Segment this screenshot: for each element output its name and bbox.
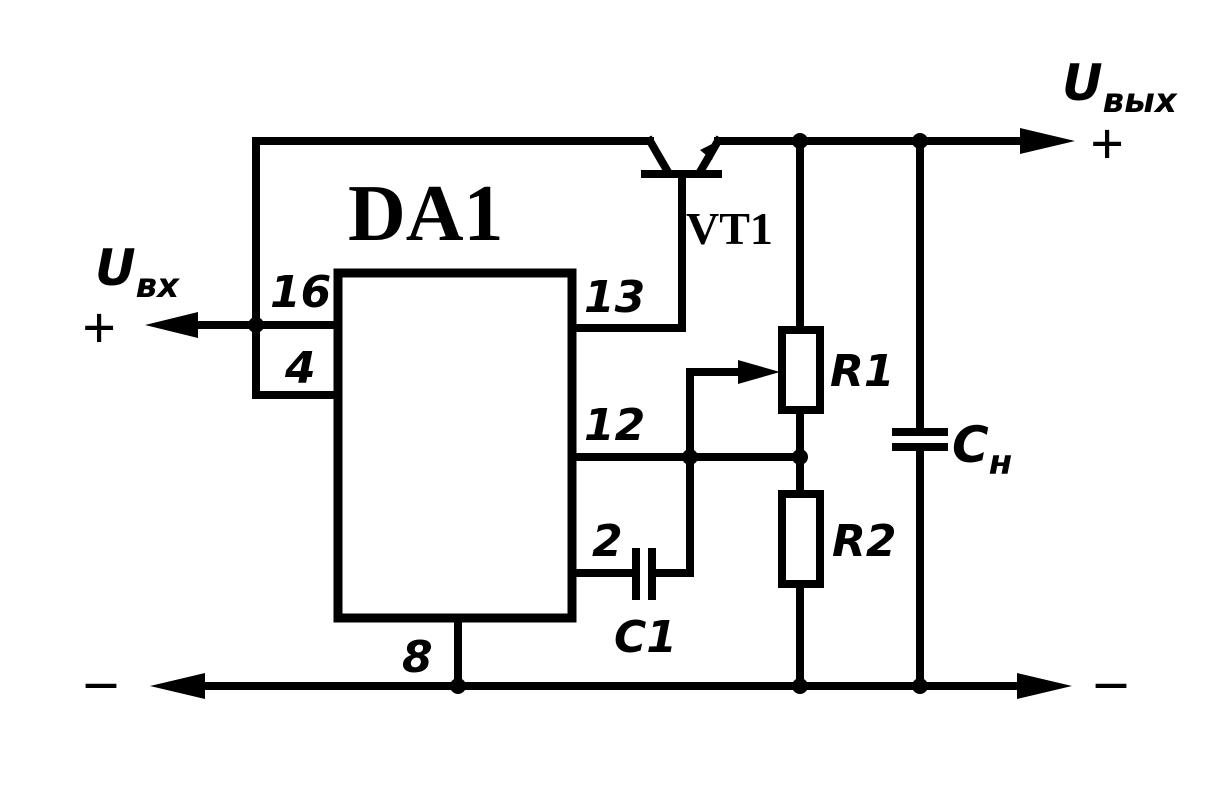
input-voltage-label: Uвх bbox=[95, 239, 180, 306]
resistor-r2 bbox=[778, 490, 824, 588]
pin-16-label: 16 bbox=[270, 267, 331, 318]
ground-arrow-right bbox=[1017, 673, 1072, 699]
pin-2-label: 2 bbox=[592, 516, 623, 567]
junction-r2-bottom bbox=[792, 678, 808, 694]
junction-r1-top bbox=[792, 133, 808, 149]
wire-c1-right bbox=[648, 453, 694, 577]
pin-4-label: 4 bbox=[284, 343, 316, 394]
cn-label: Cн bbox=[952, 416, 1012, 483]
vt1-emitter-arrow bbox=[700, 141, 718, 160]
junction-divider bbox=[792, 449, 808, 465]
c1-label: C1 bbox=[614, 612, 677, 663]
ground-arrow-left bbox=[150, 673, 205, 699]
ground-minus-right: – bbox=[1095, 647, 1127, 713]
vt1-collector bbox=[644, 135, 674, 178]
wire-pin4-loop bbox=[252, 321, 342, 399]
ic-da1-body bbox=[333, 268, 577, 623]
pin-8-label: 8 bbox=[402, 632, 433, 683]
junction-cn-top bbox=[912, 133, 928, 149]
input-arrow bbox=[145, 312, 198, 338]
transistor-label: VT1 bbox=[686, 203, 773, 254]
ic-name: DA1 bbox=[348, 170, 504, 258]
r2-label: R2 bbox=[832, 516, 897, 567]
wiper-arrow bbox=[738, 360, 780, 384]
junction-input bbox=[248, 317, 264, 333]
junction-pin12 bbox=[682, 449, 698, 465]
output-voltage-label: Uвых bbox=[1062, 54, 1178, 121]
junction-pin8 bbox=[450, 678, 466, 694]
ground-minus-left: – bbox=[85, 647, 117, 713]
input-plus-sign: + bbox=[82, 295, 116, 361]
output-arrow bbox=[1020, 128, 1075, 154]
wire-vt1-base-pin13 bbox=[568, 170, 686, 332]
output-plus-sign: + bbox=[1090, 111, 1124, 177]
wire-top-left bbox=[252, 137, 654, 329]
wire-wiper bbox=[686, 368, 744, 461]
junction-cn-bottom bbox=[912, 678, 928, 694]
pin-13-label: 13 bbox=[584, 272, 645, 323]
r1-label: R1 bbox=[830, 346, 895, 397]
resistor-r1 bbox=[778, 326, 824, 414]
pin-12-label: 12 bbox=[584, 400, 645, 451]
